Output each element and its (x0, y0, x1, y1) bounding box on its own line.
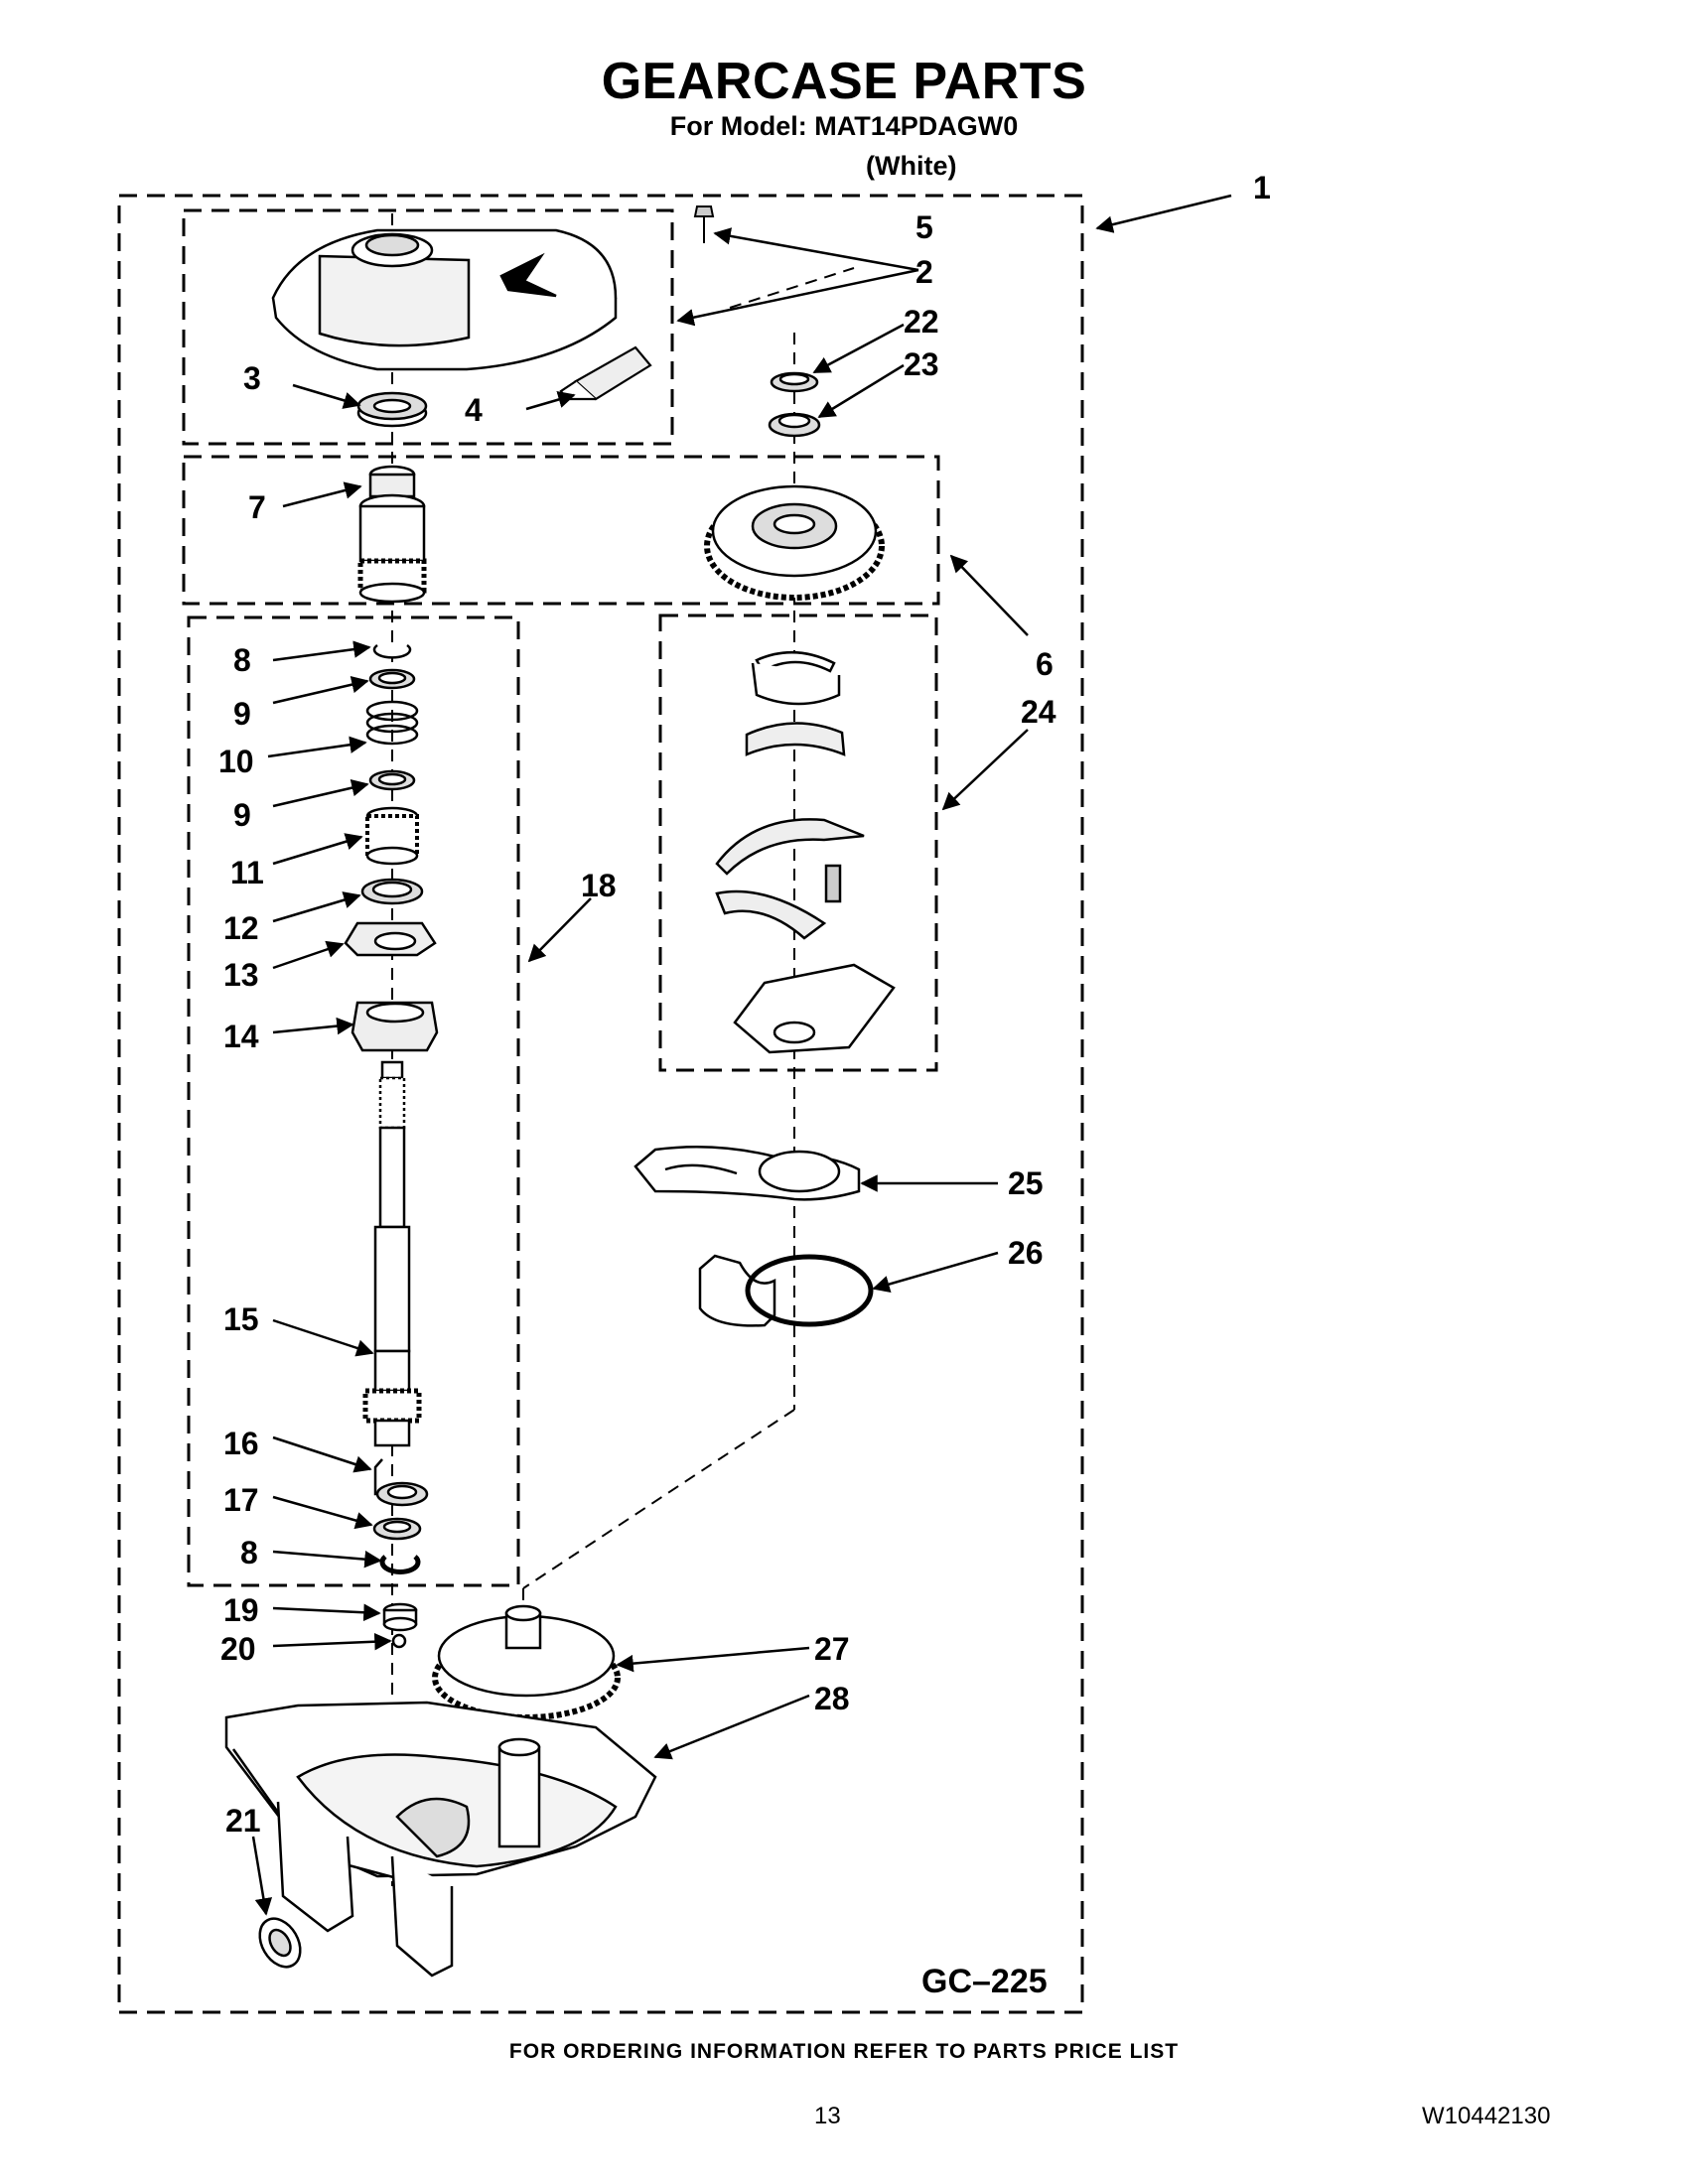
page-number: 13 (814, 2103, 841, 2129)
callout-22: 22 (904, 304, 939, 340)
washer-12 (360, 878, 424, 905)
screw (693, 205, 715, 243)
pinion-gear-11 (365, 806, 419, 866)
callout-23: 23 (904, 346, 939, 382)
callout-7: 7 (248, 489, 266, 525)
cam-14 (351, 1001, 439, 1052)
bearing-19 (382, 1602, 418, 1632)
callout-8: 8 (233, 642, 251, 678)
callout-1: 1 (1253, 170, 1271, 205)
pinion-housing (357, 465, 427, 604)
callout-3: 3 (243, 360, 261, 396)
callout-6: 6 (1036, 646, 1054, 682)
gearcase-cover (271, 228, 618, 371)
drive-gear (704, 484, 885, 601)
callout-20: 20 (220, 1631, 256, 1667)
callout-5: 5 (915, 209, 933, 245)
cam-13 (344, 921, 437, 957)
yoke-26 (698, 1254, 874, 1327)
callout-16: 16 (223, 1426, 259, 1461)
model-line: For Model: MAT14PDAGW0 (669, 111, 1019, 141)
washer-9-b (368, 769, 416, 791)
callout-14: 14 (223, 1019, 259, 1054)
agitator-shaft (362, 1060, 422, 1447)
grease-tube (559, 345, 652, 401)
washer-22 (770, 371, 819, 393)
callout-28: 28 (814, 1681, 850, 1716)
callout-17: 17 (223, 1482, 259, 1518)
assembly-box-1 (117, 194, 1084, 2014)
gearcase-housing-28 (224, 1701, 657, 1978)
callout-11: 11 (230, 855, 264, 890)
callout-24: 24 (1021, 694, 1056, 730)
callout-26: 26 (1008, 1235, 1044, 1271)
retaining-ring-8 (372, 643, 412, 659)
callout-9: 9 (233, 696, 251, 732)
callout-25: 25 (1008, 1165, 1044, 1201)
gear-group-box (182, 455, 940, 606)
callout-8-b: 8 (240, 1535, 258, 1570)
ball-20 (391, 1633, 407, 1649)
seal (356, 391, 428, 428)
brake-group-box (658, 614, 938, 1072)
washer-23 (768, 412, 821, 438)
ordering-note: FOR ORDERING INFORMATION REFER TO PARTS … (508, 2040, 1180, 2063)
brake-assembly (715, 651, 896, 1054)
brake-cam-plate-25 (633, 1145, 861, 1201)
callout-19: 19 (223, 1592, 259, 1628)
callout-10: 10 (218, 744, 254, 779)
callout-4: 4 (465, 392, 483, 428)
drive-gear-27 (432, 1604, 621, 1720)
document-number: W10442130 (1422, 2103, 1551, 2129)
callout-2: 2 (915, 254, 933, 290)
page-title: GEARCASE PARTS (601, 53, 1087, 110)
diagram-code: GC–225 (921, 1963, 1048, 2000)
callout-12: 12 (223, 910, 259, 946)
spring-10 (365, 700, 419, 746)
retaining-ring-8-b (379, 1555, 421, 1575)
washer-9 (368, 668, 416, 690)
callout-15: 15 (223, 1301, 259, 1337)
washer-16 (375, 1481, 429, 1507)
shaft-group-box (187, 615, 520, 1587)
washer-17 (372, 1517, 422, 1541)
callout-21: 21 (225, 1803, 261, 1839)
color-line: (White) (866, 151, 957, 181)
callout-27: 27 (814, 1631, 850, 1667)
callout-13: 13 (223, 957, 259, 993)
callout-18: 18 (581, 868, 617, 903)
seal-21 (258, 1917, 302, 1969)
callout-9-b: 9 (233, 797, 251, 833)
